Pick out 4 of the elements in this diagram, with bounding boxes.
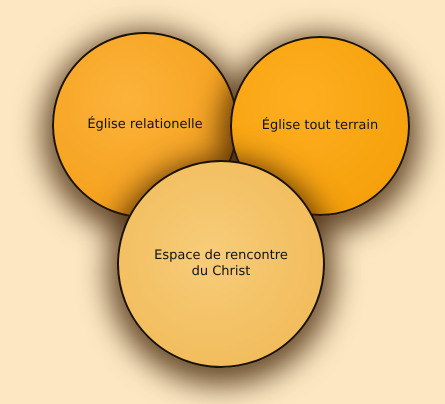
circle [117,160,325,368]
circle-label: Espace de rencontre du Christ [153,248,289,280]
circle-label: Église relationelle [86,116,204,134]
circle-label: Église tout terrain [260,118,380,134]
